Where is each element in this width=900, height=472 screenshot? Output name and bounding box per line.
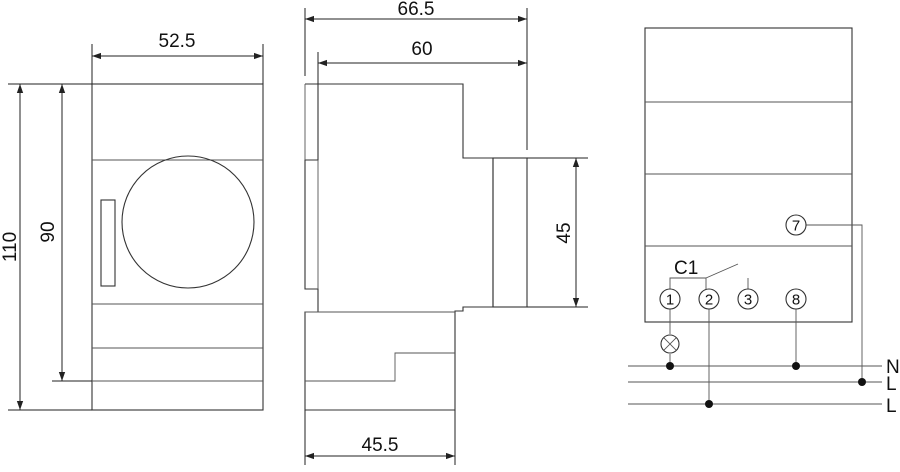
switch-contact — [705, 263, 739, 279]
dim-front-height-inner-label: 90 — [38, 221, 59, 242]
svg-text:1: 1 — [666, 292, 674, 309]
front-dial — [121, 155, 255, 289]
junction-dot — [858, 378, 866, 386]
wiring-schematic: C1 1 2 3 8 — [628, 27, 900, 417]
side-body-outline — [304, 83, 494, 411]
bus-label-l-2: L — [886, 396, 897, 417]
junction-dot — [666, 362, 674, 370]
dim-side-depth-inner-label: 60 — [411, 39, 432, 60]
dim-side-depth-inner: 60 — [317, 39, 527, 84]
junction-dot — [792, 362, 800, 370]
dim-side-front-height: 45 — [527, 157, 588, 308]
front-window — [100, 199, 116, 287]
terminal-8: 8 — [785, 288, 807, 310]
bus-label-l-1: L — [886, 374, 897, 395]
dim-side-bottom-depth: 45.5 — [304, 410, 456, 465]
front-body-outline — [91, 83, 264, 411]
dim-front-height-outer-label: 110 — [0, 232, 21, 262]
dim-front-height-inner: 90 — [38, 84, 92, 382]
svg-text:7: 7 — [792, 218, 800, 235]
dim-side-front-height-label: 45 — [554, 222, 575, 243]
dim-front-height-outer: 110 — [0, 83, 92, 411]
contact-label: C1 — [674, 258, 698, 279]
junction-dot — [705, 400, 713, 408]
terminal-7: 7 — [785, 214, 807, 236]
terminal-1: 1 — [659, 288, 681, 310]
terminal-3: 3 — [737, 288, 759, 310]
dim-front-width: 52.5 — [91, 31, 264, 84]
lamp-symbol — [660, 334, 680, 354]
dim-side-bottom-depth-label: 45.5 — [362, 435, 399, 456]
svg-text:2: 2 — [705, 292, 713, 309]
side-view — [304, 83, 528, 411]
side-front-cap — [492, 157, 528, 308]
svg-text:8: 8 — [792, 292, 800, 309]
svg-text:3: 3 — [744, 292, 752, 309]
dim-front-width-label: 52.5 — [159, 31, 196, 52]
front-view — [91, 83, 264, 411]
terminal-2: 2 — [698, 288, 720, 310]
device-outline — [644, 27, 853, 323]
dim-side-depth-outer: 66.5 — [304, 0, 528, 150]
bus-label-n: N — [886, 357, 900, 378]
dim-side-depth-outer-label: 66.5 — [398, 0, 435, 20]
